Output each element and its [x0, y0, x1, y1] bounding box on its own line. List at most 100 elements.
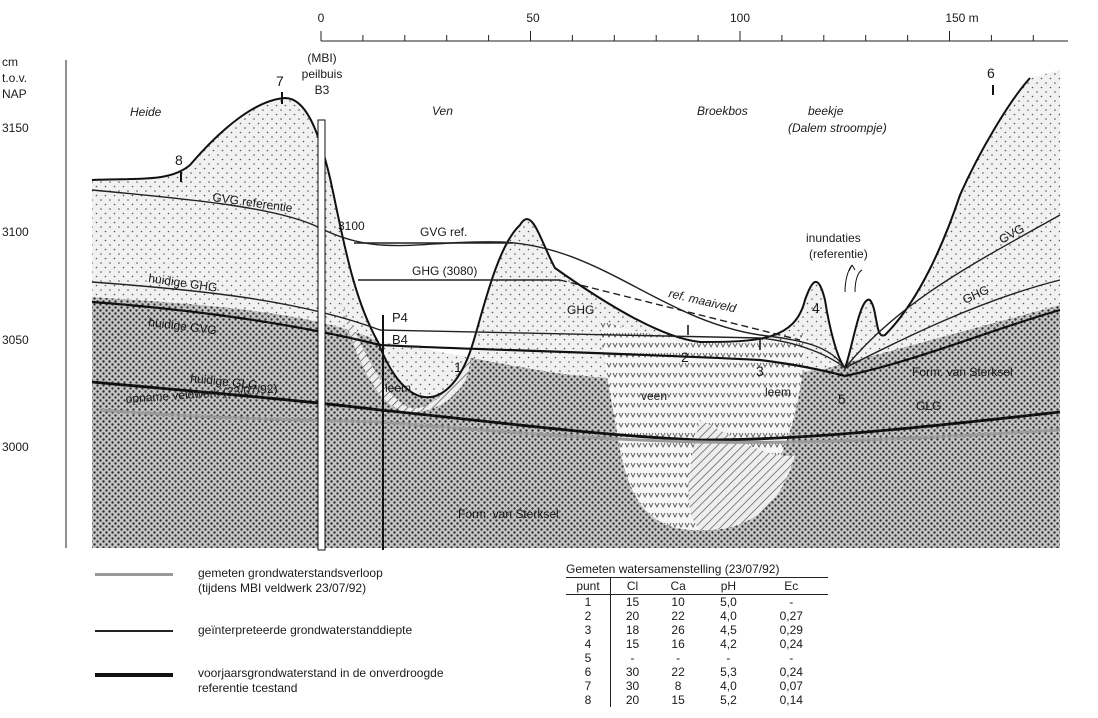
table-row: 2 20 22 4,0 0,27 [566, 609, 828, 623]
veen-label: veen [641, 389, 667, 403]
point-8-label: 8 [175, 152, 183, 168]
legend-swatch-reference [95, 673, 173, 677]
point-3-label: 3 [756, 363, 764, 379]
borehole-p-label: P4 [392, 310, 408, 325]
borehole-b4: P4 B4 [382, 310, 408, 550]
table-row: 5 - - - - [566, 651, 828, 665]
table-cell: - [630, 650, 635, 665]
table-cell: 4,0 [720, 608, 737, 623]
veen-hatch [688, 420, 795, 531]
table-cell: 6 [566, 665, 611, 679]
ground-surface-profile [91, 77, 1031, 399]
inundaties-referentie-label: (referentie) [809, 247, 868, 261]
table-cell: 5,2 [720, 692, 737, 707]
table-cell: 22 [671, 664, 685, 679]
glg-label: GLG [916, 399, 941, 413]
broekbos-label: Broekbos [697, 104, 748, 118]
y-axis-title-cm: cm [2, 55, 18, 69]
table-cell: 2 [566, 609, 611, 623]
ghg-3080-label: GHG (3080) [412, 264, 477, 278]
y-axis: cm t.o.v. NAP 3150 3100 3050 3000 [2, 55, 67, 548]
table-cell: 4 [566, 637, 611, 651]
scale-label-150: 150 m [945, 11, 978, 25]
table-cell: 4,2 [720, 636, 737, 651]
table-cell: 5 [566, 651, 611, 665]
header-ec: Ec [754, 578, 828, 595]
table-row: 6 30 22 5,3 0,24 [566, 665, 828, 679]
piezometer-level-label: 3100 [338, 219, 365, 233]
ven-label: Ven [432, 104, 453, 118]
water-level-lines [91, 189, 1061, 444]
y-tick-3000: 3000 [2, 440, 29, 454]
lower-layer-dense [92, 297, 1060, 548]
table-cell: 8 [566, 693, 611, 707]
table-cell: 5,0 [720, 594, 737, 609]
table-cell: 22 [671, 608, 685, 623]
ref-maaiveld-label: ref. maaiveld [667, 286, 737, 315]
huidige-gvg-line [91, 300, 1061, 378]
place-labels: Heide Ven Broekbos beekje (Dalem stroomp… [130, 104, 887, 135]
header-cl: Cl [610, 578, 655, 595]
table-cell: 15 [625, 636, 640, 651]
legend-item-measured: gemeten grondwaterstandsverloop (tijdens… [95, 566, 565, 606]
table-title: Gemeten watersamenstelling (23/07/92) [566, 561, 828, 578]
table-cell: 0,24 [779, 664, 803, 679]
huidige-glg-line [91, 380, 1061, 442]
piezometer-line3: B3 [315, 83, 330, 97]
y-axis-title-nap: NAP [2, 87, 27, 101]
table-cell: 1 [566, 594, 611, 609]
legend-text-reference: voorjaarsgrondwaterstand in de onverdroo… [198, 666, 444, 695]
point-4-label: 4 [812, 300, 820, 316]
cross-section-diagram: 0 50 100 150 m cm t.o.v. NAP 3150 3100 3… [2, 11, 1068, 551]
table-cell: 4,5 [720, 622, 737, 637]
form-sterksel-right-label: Form. van Sterksel [912, 365, 1013, 379]
header-ca: Ca [654, 578, 703, 595]
ref-maaiveld-line [559, 279, 801, 341]
beekje-label: beekje [808, 104, 844, 118]
table-cell: 15 [625, 594, 640, 609]
table-cell: 20 [625, 608, 640, 623]
ven-sediment [340, 300, 470, 413]
legend-text-interpreted: geïnterpreteerde grondwaterstanddiepte [198, 623, 413, 637]
leem-label-right: leem [765, 385, 791, 399]
header-ph: pH [702, 578, 755, 595]
table-cell: - [789, 650, 794, 665]
piezometer-line2: peilbuis [302, 67, 343, 81]
gvg-ref-label: GVG ref. [420, 225, 467, 239]
table-cell: 10 [671, 594, 685, 609]
table-cell: 8 [674, 678, 682, 693]
table-cell: 0,27 [779, 608, 803, 623]
leem-label-left: leem [385, 381, 411, 395]
table-cell: 30 [625, 678, 640, 693]
inundaties-label: inundaties [806, 231, 861, 245]
point-6-label: 6 [987, 65, 995, 81]
borehole-b-label: B4 [392, 332, 408, 347]
ghg-label: GHG [567, 303, 594, 317]
table-cell: 7 [566, 679, 611, 693]
point-2-label: 2 [681, 349, 689, 365]
distance-scale: 0 50 100 150 m [318, 11, 1068, 42]
y-tick-3050: 3050 [2, 333, 29, 347]
scale-label-50: 50 [526, 11, 540, 25]
measurement-point-labels: 1 2 3 4 5 6 7 8 [175, 65, 995, 407]
table-cell: - [726, 650, 731, 665]
measurement-point-markers [180, 85, 994, 350]
y-tick-3100: 3100 [2, 225, 29, 239]
table-cell: 0,07 [779, 678, 803, 693]
table-cell: 5,3 [720, 664, 737, 679]
y-axis-title-tov: t.o.v. [2, 71, 27, 85]
table-cell: 3 [566, 623, 611, 637]
form-sterksel-bottom-label: Form. van Sterksel [458, 507, 559, 521]
scale-label-100: 100 [730, 11, 750, 25]
table-cell: - [676, 650, 681, 665]
header-punt: punt [566, 578, 611, 595]
opname-veldwerk-line [99, 408, 1061, 444]
y-tick-3150: 3150 [2, 121, 29, 135]
point-5-label: 5 [838, 391, 846, 407]
table-cell: 30 [625, 664, 640, 679]
point-1-label: 1 [454, 359, 462, 375]
